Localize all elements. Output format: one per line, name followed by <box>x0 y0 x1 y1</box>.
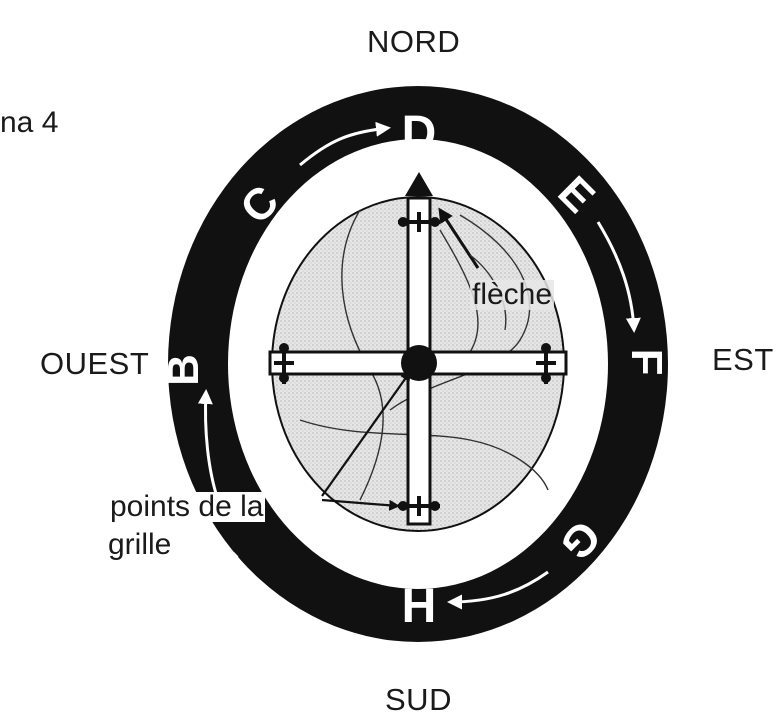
label-grid-points-line2: grille <box>108 530 171 560</box>
ring-letter-f: F <box>622 349 671 376</box>
ring-letter-h: H <box>402 580 437 633</box>
label-fleche: flèche <box>470 280 554 310</box>
direction-south: SUD <box>385 684 452 715</box>
ring-letter-b: B <box>159 354 208 386</box>
direction-north: NORD <box>367 26 460 57</box>
direction-east: EST <box>712 344 774 375</box>
ring-letter-d: D <box>402 107 437 160</box>
direction-west: OUEST <box>40 348 149 379</box>
figure-caption: na 4 <box>0 108 58 138</box>
label-grid-points-line1: points de la <box>108 492 265 522</box>
